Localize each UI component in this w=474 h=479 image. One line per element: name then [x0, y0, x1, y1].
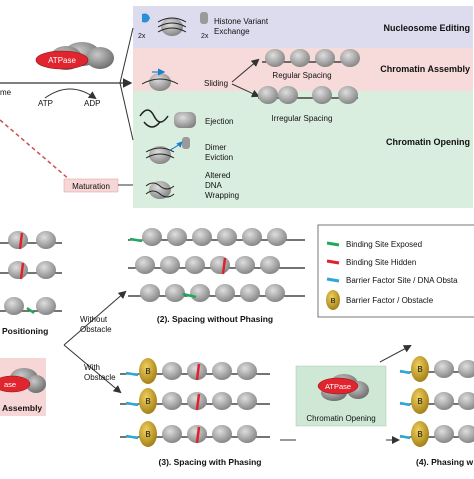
phasing-arrays: B B B	[399, 356, 474, 447]
left-array-1	[0, 231, 62, 250]
legend-exposed-label: Binding Site Exposed	[346, 240, 422, 249]
two-x-right: 2x	[201, 33, 209, 40]
phasing-label: (4). Phasing w	[416, 457, 474, 467]
array-4b: B	[399, 388, 474, 414]
with-obstacle-arrow	[63, 344, 122, 394]
atpase-label: ATPase	[48, 56, 76, 65]
ejected-octamer	[174, 112, 196, 128]
spacing-with-phasing-arrays: B B B	[120, 358, 270, 447]
top-panel: Nucleosome Editing Chromatin Assembly Ch…	[0, 6, 473, 208]
sliding-to-regular	[231, 58, 260, 83]
branch-arrow-opening	[119, 82, 134, 141]
array-2c	[128, 284, 305, 302]
dimer-eviction-line2: Eviction	[205, 153, 233, 162]
spacing-without-phasing-label: (2). Spacing without Phasing	[157, 314, 273, 324]
branch-arrow-editing	[119, 27, 134, 84]
altered-line3: Wrapping	[205, 191, 239, 200]
dimer-eviction-nucleosome	[145, 146, 175, 164]
altered-wrapping-nucleosome	[145, 181, 175, 199]
spacing-without-phasing-arrays	[128, 228, 305, 302]
regular-spacing-label: Regular Spacing	[272, 71, 331, 80]
two-x-left: 2x	[138, 33, 146, 40]
dimer-eviction-line1: Dimer	[205, 143, 227, 152]
to-phasing-arrow	[379, 345, 412, 363]
atpase-remodeler-opening: ATPase	[317, 374, 369, 401]
variant-dimer-out-icon	[200, 12, 208, 24]
legend-barrier-factor-label: Barrier Factor / Obstacle	[346, 296, 434, 305]
legend-exposed-swatch	[326, 241, 340, 247]
sliding-to-irregular	[231, 83, 260, 98]
array-4a: B	[399, 356, 474, 382]
array-2a	[128, 228, 305, 246]
evicted-dimer	[182, 137, 190, 149]
array-3c: B	[120, 421, 270, 447]
chromatin-assembly-title: Chromatin Assembly	[380, 64, 470, 74]
legend-b-letter: B	[330, 296, 335, 305]
ejection-label: Ejection	[205, 117, 233, 126]
legend-barrier-factor-icon: B	[326, 290, 340, 310]
irregular-spacing-label: Irregular Spacing	[272, 114, 333, 123]
with-obstacle-line1: With	[84, 363, 100, 372]
barrier-factor-letter: B	[145, 430, 150, 439]
atpase-opening-label: ATPase	[325, 382, 351, 391]
atpase-small-label: ase	[4, 380, 16, 389]
nucleosome-editing-panel	[133, 6, 473, 48]
chromatin-opening-title: Chromatin Opening	[386, 137, 470, 147]
legend: Binding Site Exposed Binding Site Hidden…	[317, 224, 474, 318]
atpase-remodeler-small: ase	[0, 368, 46, 393]
histone-variant-line2: Exchange	[214, 27, 250, 36]
with-obstacle-line2: Obstacle	[84, 373, 116, 382]
variant-dimer-in-icon	[142, 13, 150, 23]
barrier-factor-letter: B	[417, 397, 422, 406]
legend-barrier-site-swatch	[326, 277, 340, 283]
adp-label: ADP	[84, 99, 100, 108]
atpase-remodeler: ATPase	[35, 42, 114, 70]
assembly-label: Assembly	[2, 403, 42, 413]
left-array-3	[0, 297, 62, 315]
array-3b: B	[120, 388, 270, 414]
legend-box	[317, 224, 474, 318]
chromatin-opening-box-label: Chromatin Opening	[306, 414, 375, 423]
array-2b	[128, 256, 305, 275]
chromatin-opening-panel	[133, 91, 473, 208]
ejection-free-dna	[139, 109, 169, 123]
barrier-factor-letter: B	[417, 365, 422, 374]
histone-octamer-editing	[157, 17, 187, 36]
irregular-array	[258, 86, 358, 104]
altered-line1: Altered	[205, 171, 230, 180]
left-array-2	[0, 261, 62, 280]
sliding-label: Sliding	[204, 79, 228, 88]
barrier-factor-letter: B	[145, 367, 150, 376]
dimer-eviction-arrow	[169, 141, 183, 151]
nucleosome-editing-title: Nucleosome Editing	[383, 23, 470, 33]
array-4c: B	[399, 421, 474, 447]
barrier-factor-letter: B	[417, 430, 422, 439]
ejection-free-dna-2	[143, 121, 161, 128]
without-obstacle-line2: Obstacle	[80, 325, 112, 334]
maturation-dashed-line	[0, 119, 71, 181]
spacing-with-phasing-label: (3). Spacing with Phasing	[159, 457, 262, 467]
legend-hidden-label: Binding Site Hidden	[346, 258, 416, 267]
legend-barrier-site-label: Barrier Factor Site / DNA Obsta	[346, 276, 458, 285]
legend-hidden-swatch	[326, 259, 340, 265]
bottom-panel: Positioning Without Obstacle	[0, 228, 474, 467]
positioning-label: Positioning	[2, 326, 48, 336]
atp-label: ATP	[38, 99, 53, 108]
atp-adp-curve	[44, 88, 97, 100]
regular-array	[262, 49, 360, 67]
barrier-factor-letter: B	[145, 397, 150, 406]
without-obstacle-line1: Without	[80, 315, 108, 324]
sliding-nucleosome	[141, 73, 179, 91]
array-3a: B	[120, 358, 270, 384]
histone-variant-line1: Histone Variant	[214, 17, 269, 26]
altered-line2: DNA	[205, 181, 223, 190]
left-label-fragment: me	[0, 88, 12, 97]
maturation-label: Maturation	[72, 182, 110, 191]
without-obstacle-arrow	[63, 290, 127, 346]
